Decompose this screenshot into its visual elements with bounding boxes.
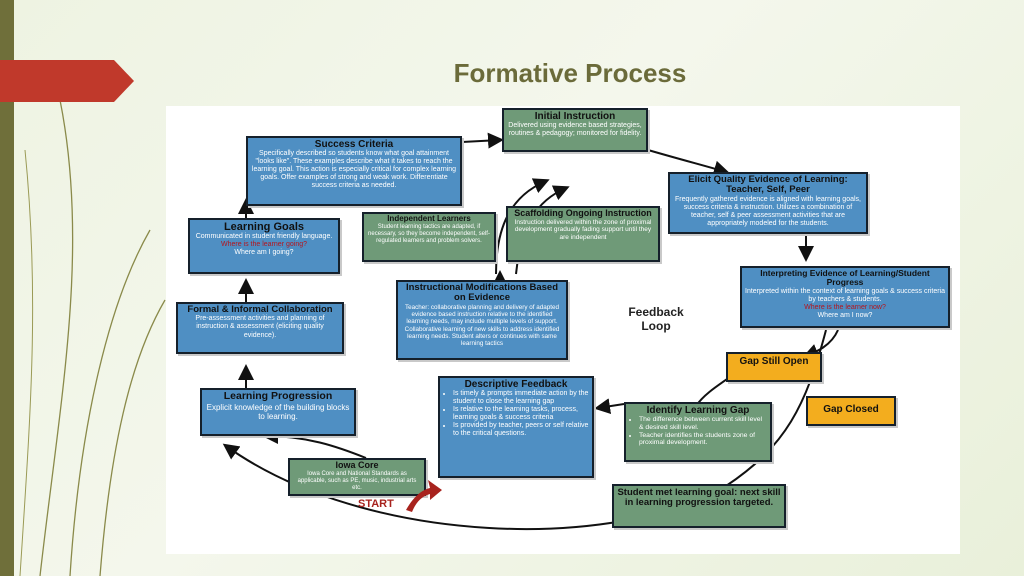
title-arrow-tab bbox=[0, 60, 134, 102]
iowa-core-body: Iowa Core and National Standards as appl… bbox=[297, 470, 417, 491]
feedback-loop-line-1: Feedback bbox=[628, 305, 684, 319]
learning-progression-heading: Learning Progression bbox=[223, 390, 333, 402]
interpreting-evidence-question-2: Where am I now? bbox=[817, 311, 873, 319]
elicit-evidence-heading: Elicit Quality Evidence of Learning: Tea… bbox=[688, 174, 848, 196]
learning-goals-heading: Learning Goals bbox=[223, 221, 305, 233]
success-criteria-box: Success Criteria Specifically described … bbox=[246, 136, 462, 206]
formal-informal-collaboration-box: Formal & Informal Collaboration Pre-asse… bbox=[176, 302, 344, 354]
start-arrow-icon bbox=[406, 480, 442, 512]
identify-gap-list: The difference between current skill lev… bbox=[629, 416, 767, 447]
learning-goals-body: Communicated in student friendly languag… bbox=[195, 233, 333, 241]
scaffolding-box: Scaffolding Ongoing Instruction Instruct… bbox=[506, 206, 660, 262]
gap-still-open-box: Gap Still Open bbox=[726, 352, 822, 382]
instructional-modifications-body: Teacher: collaborative planning and deli… bbox=[404, 303, 560, 348]
identify-gap-heading: Identify Learning Gap bbox=[646, 405, 750, 416]
independent-learners-heading: Independent Learners bbox=[387, 214, 471, 223]
interpreting-evidence-heading: Interpreting Evidence of Learning/Studen… bbox=[760, 268, 930, 288]
scaffolding-body: Instruction delivered within the zone of… bbox=[514, 218, 652, 241]
learning-progression-box: Learning Progression Explicit knowledge … bbox=[200, 388, 356, 436]
success-criteria-heading: Success Criteria bbox=[314, 139, 394, 150]
instructional-modifications-heading: Instructional Modifications Based on Evi… bbox=[405, 282, 559, 304]
interpreting-evidence-question-1: Where is the learner now? bbox=[804, 303, 886, 311]
initial-instruction-box: Initial Instruction Delivered using evid… bbox=[502, 108, 648, 152]
iowa-core-heading: Iowa Core bbox=[335, 460, 379, 470]
formal-informal-body: Pre-assessment activities and planning o… bbox=[195, 315, 325, 339]
descriptive-feedback-heading: Descriptive Feedback bbox=[464, 379, 568, 390]
left-accent-bar bbox=[0, 0, 14, 576]
learning-progression-body: Explicit knowledge of the building block… bbox=[206, 402, 350, 421]
iowa-core-box: Iowa Core Iowa Core and National Standar… bbox=[288, 458, 426, 496]
descriptive-feedback-bullet: Is relative to the learning tasks, proce… bbox=[453, 406, 589, 422]
elicit-evidence-body: Frequently gathered evidence is aligned … bbox=[674, 195, 861, 228]
formative-process-diagram: Initial Instruction Delivered using evid… bbox=[166, 106, 960, 554]
independent-learners-box: Independent Learners Student learning ta… bbox=[362, 212, 496, 262]
feedback-loop-label: Feedback Loop bbox=[606, 305, 706, 334]
interpreting-evidence-box: Interpreting Evidence of Learning/Studen… bbox=[740, 266, 950, 328]
identify-gap-box: Identify Learning Gap The difference bet… bbox=[624, 402, 772, 462]
learning-goals-question-1: Where is the learner going? bbox=[221, 241, 307, 249]
gap-closed-label: Gap Closed bbox=[823, 404, 879, 415]
interpreting-evidence-body: Interpreted within the context of learni… bbox=[745, 287, 945, 303]
start-label: START bbox=[358, 498, 394, 510]
descriptive-feedback-box: Descriptive Feedback Is timely & prompts… bbox=[438, 376, 594, 478]
descriptive-feedback-bullet: Is timely & prompts immediate action by … bbox=[453, 390, 589, 406]
identify-gap-bullet: The difference between current skill lev… bbox=[639, 416, 767, 432]
gap-closed-box: Gap Closed bbox=[806, 396, 896, 426]
feedback-loop-line-2: Loop bbox=[641, 318, 671, 333]
student-met-goal-box: Student met learning goal: next skill in… bbox=[612, 484, 786, 528]
descriptive-feedback-bullet: Is provided by teacher, peers or self re… bbox=[453, 422, 589, 438]
student-met-goal-heading: Student met learning goal: next skill in… bbox=[617, 487, 781, 509]
success-criteria-body: Specifically described so students know … bbox=[251, 150, 457, 190]
learning-goals-box: Learning Goals Communicated in student f… bbox=[188, 218, 340, 274]
gap-still-open-label: Gap Still Open bbox=[739, 356, 809, 367]
slide-title: Formative Process bbox=[453, 58, 687, 88]
identify-gap-bullet: Teacher identifies the students zone of … bbox=[639, 432, 767, 448]
elicit-evidence-box: Elicit Quality Evidence of Learning: Tea… bbox=[668, 172, 868, 234]
initial-instruction-body: Delivered using evidence based strategie… bbox=[508, 122, 642, 138]
instructional-modifications-box: Instructional Modifications Based on Evi… bbox=[396, 280, 568, 360]
descriptive-feedback-list: Is timely & prompts immediate action by … bbox=[443, 390, 589, 438]
learning-goals-question-2: Where am I going? bbox=[234, 249, 294, 257]
formal-informal-heading: Formal & Informal Collaboration bbox=[187, 304, 333, 315]
scaffolding-heading: Scaffolding Ongoing Instruction bbox=[514, 208, 652, 218]
initial-instruction-heading: Initial Instruction bbox=[534, 111, 616, 122]
independent-learners-body: Student learning tactics are adapted, if… bbox=[368, 223, 490, 244]
